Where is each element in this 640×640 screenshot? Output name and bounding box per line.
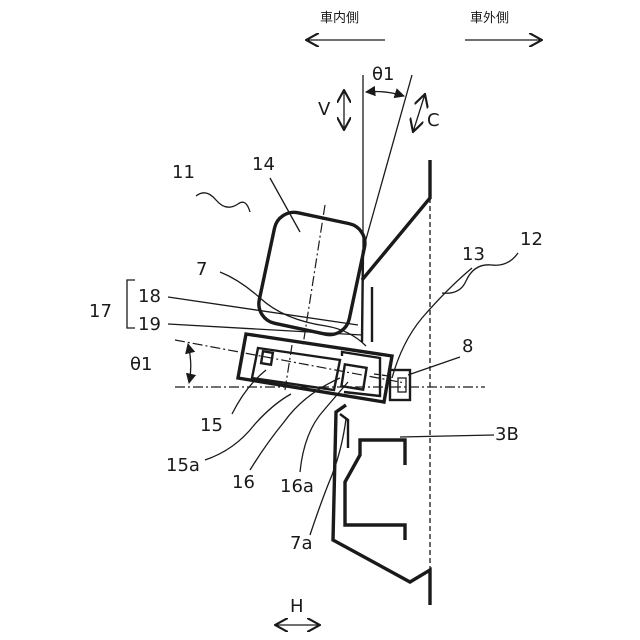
c-arrow xyxy=(413,94,425,132)
leader-7a xyxy=(310,419,346,535)
bracket-17 xyxy=(127,280,135,328)
left-angle-label: θ1 xyxy=(130,354,152,375)
unit-8-core xyxy=(398,378,406,392)
top-angle-arc xyxy=(366,92,404,97)
left-angle-arc xyxy=(188,344,191,383)
label-7a: 7a xyxy=(290,533,312,554)
h-label: H xyxy=(290,596,304,617)
body-3B xyxy=(345,440,405,540)
leader-13 xyxy=(392,268,472,378)
weatherstrip-14 xyxy=(255,209,368,339)
label-18: 18 xyxy=(138,286,161,307)
leader-8 xyxy=(408,357,460,375)
outer-direction-label: 車外側 xyxy=(470,11,509,26)
inner-direction-label: 車内側 xyxy=(320,10,359,26)
leader-3B xyxy=(400,435,494,437)
leader-7 xyxy=(220,272,366,346)
bracket-inclination-line xyxy=(175,340,405,383)
top-angle-label: θ1 xyxy=(372,64,394,85)
label-3B: 3B xyxy=(495,424,519,445)
v-label: V xyxy=(318,99,331,120)
label-15: 15 xyxy=(200,415,223,436)
body-panel-upper xyxy=(362,160,430,280)
label-8: 8 xyxy=(462,336,473,357)
label-14: 14 xyxy=(252,154,275,175)
spring-16 xyxy=(374,374,389,376)
label-16: 16 xyxy=(232,472,255,493)
label-11: 11 xyxy=(172,162,195,183)
label-13: 13 xyxy=(462,244,485,265)
label-15a: 15a xyxy=(166,455,200,476)
label-7: 7 xyxy=(196,259,207,280)
c-label: C xyxy=(427,110,440,131)
label-19: 19 xyxy=(138,314,161,335)
label-16a: 16a xyxy=(280,476,314,497)
leader-19 xyxy=(168,324,362,335)
inclined-reference-line xyxy=(363,75,412,250)
leader-11 xyxy=(196,193,250,212)
label-12: 12 xyxy=(520,229,543,250)
label-17: 17 xyxy=(89,301,112,322)
